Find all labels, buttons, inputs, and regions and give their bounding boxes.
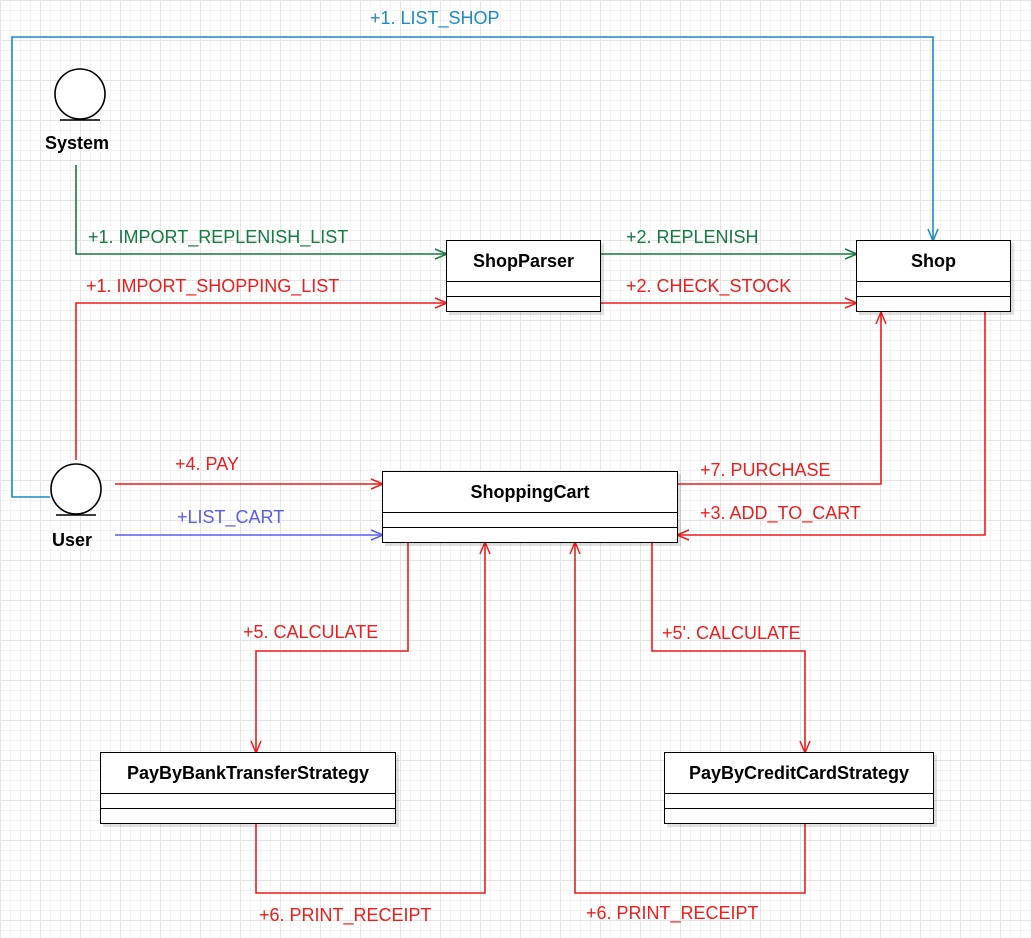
print-receipt-card-label: +6. PRINT_RECEIPT [586,903,759,923]
shop-parser-title: ShopParser [447,241,600,282]
list-shop-label: +1. LIST_SHOP [370,8,500,28]
shop-parser-class[interactable]: ShopParser [446,240,601,312]
calculate-connector [256,542,409,753]
shop-methods [857,297,1010,311]
shopping-cart-methods [383,528,677,542]
purchase-connector [677,312,881,485]
calculate-label: +5. CALCULATE [243,622,379,642]
bank-transfer-title: PayByBankTransferStrategy [101,753,395,794]
shop-title: Shop [857,241,1010,282]
shop-class[interactable]: Shop [856,240,1011,312]
credit-card-title: PayByCreditCardStrategy [665,753,933,794]
print-receipt-bank-connector [255,542,485,894]
shop-parser-attributes [447,282,600,297]
user-actor-label: User [52,530,93,550]
user-actor-icon [50,463,102,515]
system-actor-icon [54,68,106,120]
bank-transfer-methods [101,809,395,823]
print-receipt-bank-label: +6. PRINT_RECEIPT [259,905,432,925]
bank-transfer-class[interactable]: PayByBankTransferStrategy [100,752,396,824]
add-to-cart-label: +3. ADD_TO_CART [700,503,861,523]
pay-label: +4. PAY [175,454,239,474]
import-shopping-label: +1. IMPORT_SHOPPING_LIST [86,276,340,296]
check-stock-label: +2. CHECK_STOCK [626,276,792,296]
shop-attributes [857,282,1010,297]
calculate-alt-connector [651,542,805,753]
credit-card-attributes [665,794,933,809]
credit-card-methods [665,809,933,823]
add-to-cart-connector [677,311,986,535]
shopping-cart-attributes [383,513,677,528]
replenish-label: +2. REPLENISH [626,227,759,247]
shopping-cart-class[interactable]: ShoppingCart [382,471,678,543]
system-actor-label: System [45,133,110,153]
shop-parser-methods [447,297,600,311]
list-shop-connector [11,36,933,498]
calculate-alt-label: +5'. CALCULATE [662,623,801,643]
import-replenish-label: +1. IMPORT_REPLENISH_LIST [88,227,349,247]
print-receipt-card-connector [575,542,806,894]
shopping-cart-title: ShoppingCart [383,472,677,513]
import-replenish-connector [75,165,447,254]
bank-transfer-attributes [101,794,395,809]
credit-card-class[interactable]: PayByCreditCardStrategy [664,752,934,824]
purchase-label: +7. PURCHASE [700,460,831,480]
list-cart-label: +LIST_CART [177,507,285,527]
import-shopping-connector [75,303,447,460]
